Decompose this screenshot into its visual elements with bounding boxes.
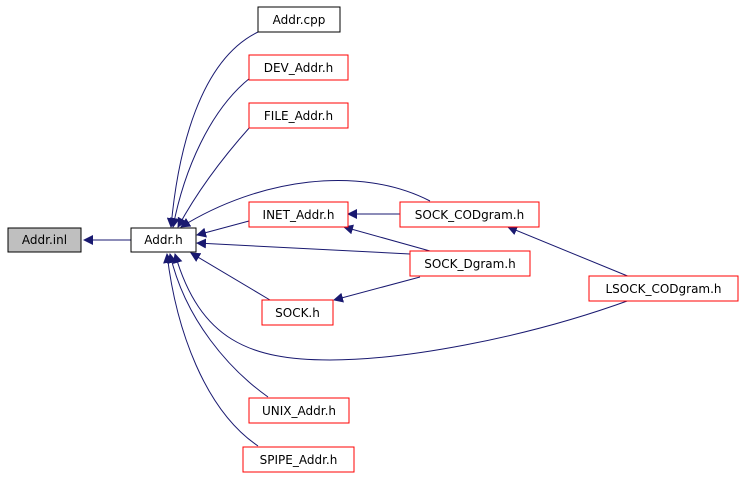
node-spipe-addr-h[interactable]: SPIPE_Addr.h [242,446,355,473]
node-file-addr-h-label: FILE_Addr.h [264,109,333,123]
node-lsock-codgram-h[interactable]: LSOCK_CODgram.h [588,275,739,302]
node-lsock-codgram-h-label: LSOCK_CODgram.h [605,282,721,296]
node-sock-codgram-h-label: SOCK_CODgram.h [415,208,524,222]
edge-unix-addr-to-addr-h [167,253,269,398]
node-dev-addr-h[interactable]: DEV_Addr.h [248,54,349,81]
edge-addr-cpp-to-addr-h [166,31,259,228]
node-sock-h[interactable]: SOCK.h [261,299,334,326]
edge-lsock-codgram-to-sock-codgram [507,225,631,278]
node-inet-addr-h[interactable]: INET_Addr.h [248,201,349,228]
node-addr-h-label: Addr.h [144,233,182,247]
node-addr-cpp-label: Addr.cpp [273,13,326,27]
node-unix-addr-h-label: UNIX_Addr.h [262,404,336,418]
node-sock-codgram-h[interactable]: SOCK_CODgram.h [399,201,540,228]
edge-spipe-addr-to-addr-h [163,253,259,447]
node-sock-dgram-h-label: SOCK_Dgram.h [424,257,516,271]
node-dev-addr-h-label: DEV_Addr.h [264,61,334,75]
node-addr-inl-label: Addr.inl [22,233,67,247]
node-spipe-addr-h-label: SPIPE_Addr.h [260,453,338,467]
edge-sock-codgram-to-addr-h [180,180,431,228]
node-sock-dgram-h[interactable]: SOCK_Dgram.h [409,250,531,277]
edge-lsock-codgram-to-addr-h [172,253,631,361]
node-addr-cpp[interactable]: Addr.cpp [257,6,341,33]
edge-sock-dgram-to-addr-h [196,238,411,255]
edge-sock-dgram-to-inet-addr [343,224,431,252]
edge-inet-addr-to-addr-h [196,220,250,238]
edge-sock-to-addr-h [190,252,271,301]
node-sock-h-label: SOCK.h [275,306,320,320]
edge-dev-addr-to-addr-h [169,77,251,228]
edge-sock-dgram-to-sock [333,276,421,303]
node-unix-addr-h[interactable]: UNIX_Addr.h [248,397,350,424]
node-inet-addr-h-label: INET_Addr.h [263,208,335,222]
edge-file-addr-to-addr-h [177,126,251,228]
node-addr-inl[interactable]: Addr.inl [7,227,82,253]
node-addr-h[interactable]: Addr.h [130,227,197,253]
node-file-addr-h[interactable]: FILE_Addr.h [248,102,349,129]
edges [83,31,631,447]
nodes: Addr.inl Addr.h Addr.cpp DEV_Addr.h FILE… [7,6,739,473]
